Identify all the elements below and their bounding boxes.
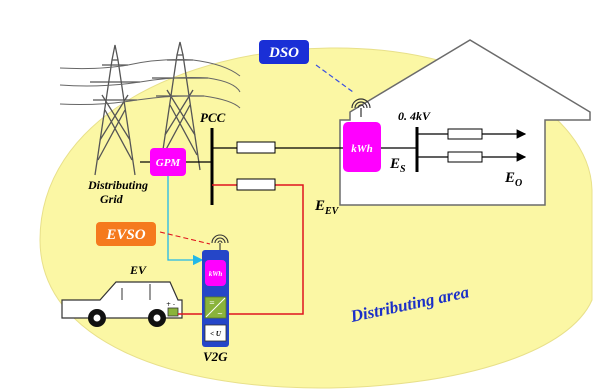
gpm-to-v2g-line	[167, 176, 204, 266]
dso-label: DSO	[268, 45, 299, 61]
dso-box	[259, 40, 309, 64]
svg-text:+ -: + -	[166, 301, 175, 308]
power-lines	[59, 59, 241, 109]
dc-symbol: =	[209, 299, 215, 307]
undervoltage-label: < U	[210, 330, 222, 338]
gpm-box	[150, 148, 186, 176]
grid-label-line1: Distributing	[87, 178, 148, 192]
wireless-icon	[351, 98, 371, 117]
electric-car-icon: + -	[61, 281, 183, 327]
fuse-element	[236, 141, 276, 154]
house-outline	[339, 39, 591, 206]
transmission-tower-icon	[90, 44, 140, 176]
undervoltage-relay	[204, 324, 227, 342]
fuse-element	[447, 128, 483, 140]
grid-label-line2: Grid	[100, 192, 124, 206]
fuse-element	[447, 151, 483, 163]
ac-symbol: ~	[217, 310, 223, 318]
voltage-label: 0. 4kV	[398, 109, 431, 123]
es-label: ES	[389, 156, 406, 175]
v2g-kwh-label: kWh	[209, 270, 223, 278]
eev-label: EEV	[314, 198, 340, 217]
ev-label: EV	[129, 263, 147, 277]
pcc-label: PCC	[200, 110, 226, 125]
gpm-label: GPM	[156, 157, 182, 169]
evso-label: EVSO	[105, 227, 145, 243]
main-kwh-meter	[343, 122, 381, 172]
converter-diagonal	[205, 297, 226, 318]
v2g-kwh-meter	[205, 260, 226, 286]
evso-link	[159, 231, 211, 245]
evso-box	[96, 222, 156, 246]
v2g-label: V2G	[203, 349, 228, 364]
fuse-element	[236, 178, 276, 191]
wireless-icon	[211, 234, 229, 250]
eo-label: EO	[504, 170, 522, 189]
main-kwh-label: kWh	[351, 143, 372, 155]
